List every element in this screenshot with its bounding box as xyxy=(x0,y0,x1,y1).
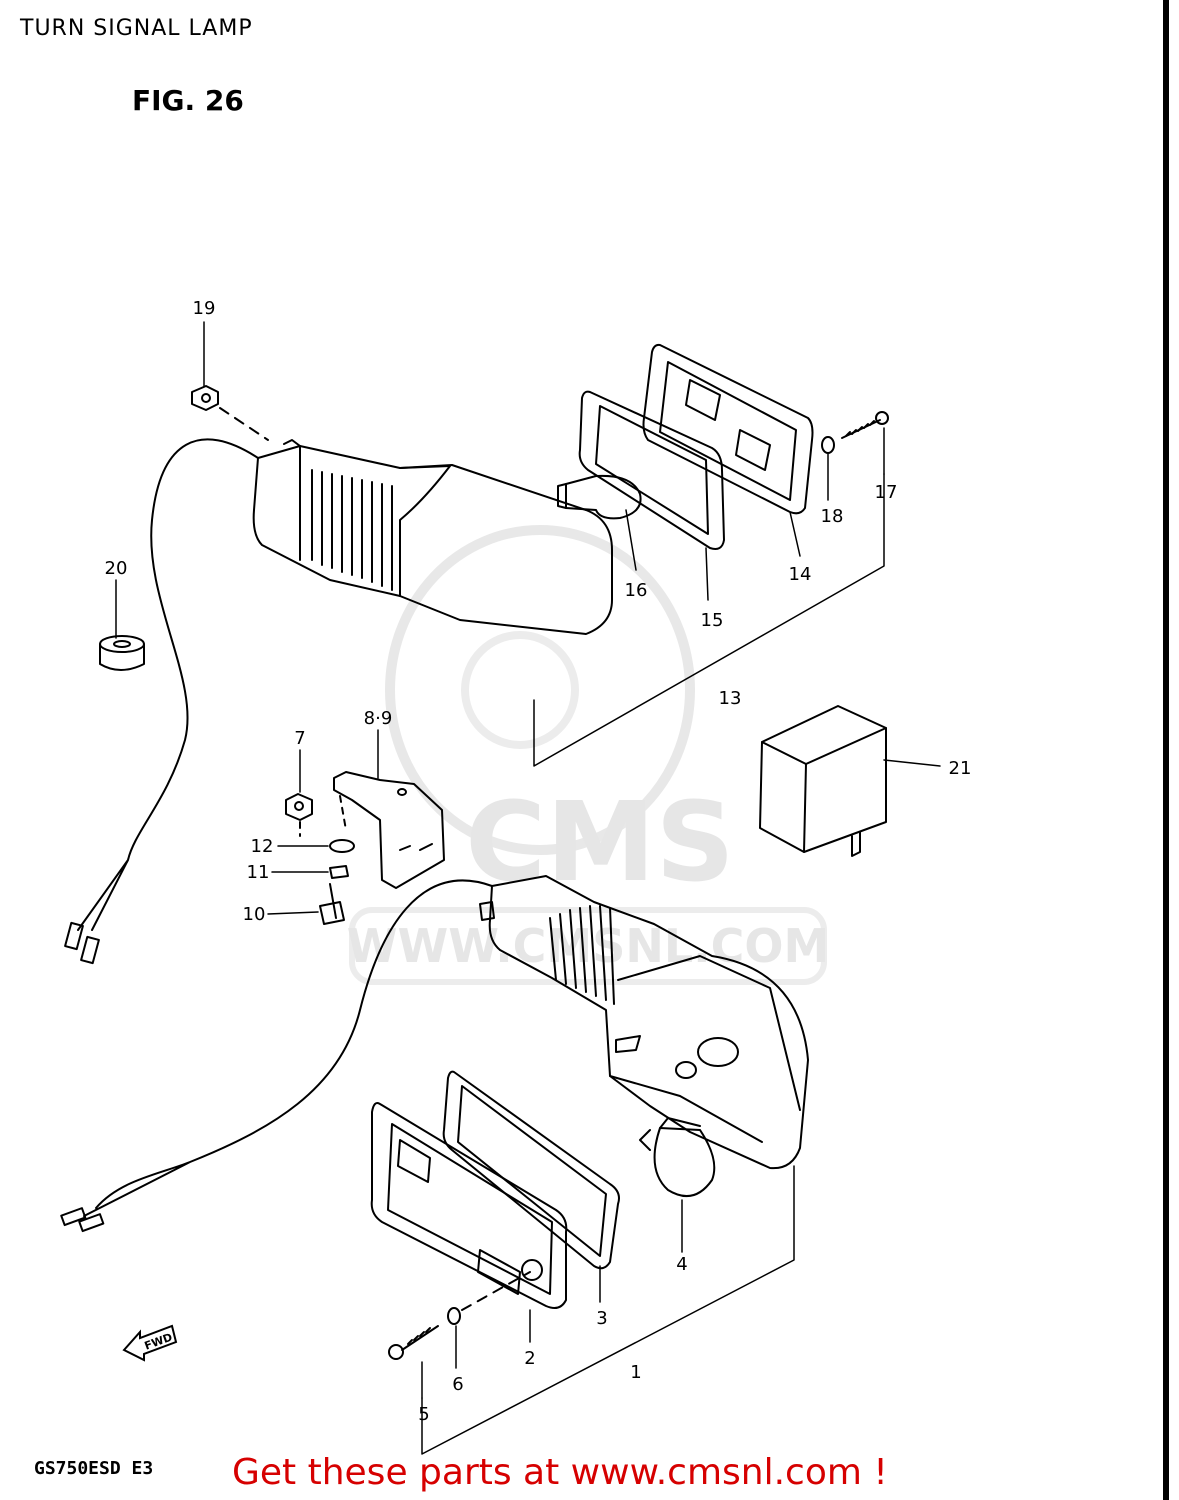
leader-lines xyxy=(115,321,941,1455)
page-title: TURN SIGNAL LAMP xyxy=(20,16,253,41)
rear-wire xyxy=(77,438,259,931)
promo-link[interactable]: Get these parts at www.cmsnl.com ! xyxy=(232,1452,888,1493)
callout-17: 17 xyxy=(875,482,898,503)
front-connectors xyxy=(60,1207,105,1233)
callout-5: 5 xyxy=(418,1404,429,1425)
front-lens xyxy=(370,1102,568,1309)
callout-16: 16 xyxy=(625,580,648,601)
right-border xyxy=(1163,0,1169,1500)
callout-12: 12 xyxy=(251,836,274,857)
callout-6: 6 xyxy=(452,1374,463,1395)
callout-7: 7 xyxy=(294,728,305,749)
screw-17 xyxy=(841,411,889,439)
front-wire xyxy=(83,879,493,1217)
figure-label: FIG. 26 xyxy=(132,84,244,117)
callout-20: 20 xyxy=(105,558,128,579)
bolt-10 xyxy=(319,883,345,925)
nut-7 xyxy=(285,793,313,821)
fwd-arrow: FWD xyxy=(122,1324,178,1362)
flasher-relay-21 xyxy=(759,705,887,857)
washer-12 xyxy=(329,839,355,853)
lockwasher-11 xyxy=(329,865,349,879)
rear-turn-signal-housing xyxy=(252,439,613,635)
nut-19 xyxy=(191,385,219,411)
watermark-brand: CMS xyxy=(465,778,734,906)
front-turn-signal-housing xyxy=(479,875,809,1170)
callout-labels: 1 2 3 4 5 6 7 8·9 10 11 12 13 14 15 16 1… xyxy=(105,298,972,1425)
bracket-8-9 xyxy=(333,771,445,889)
callout-19: 19 xyxy=(193,298,216,319)
callout-15: 15 xyxy=(701,610,724,631)
callout-1: 1 xyxy=(630,1362,641,1383)
model-code: GS750ESD E3 xyxy=(34,1458,154,1479)
rear-connectors xyxy=(64,921,100,965)
callout-10: 10 xyxy=(243,904,266,925)
rear-gasket xyxy=(578,390,725,550)
callout-11: 11 xyxy=(247,862,270,883)
grommet-20 xyxy=(99,635,145,671)
callout-14: 14 xyxy=(789,564,812,585)
callout-13: 13 xyxy=(719,688,742,709)
callout-21: 21 xyxy=(949,758,972,779)
screw-5 xyxy=(388,1325,439,1360)
front-bulb xyxy=(639,1117,716,1198)
washer-6 xyxy=(447,1307,461,1325)
washer-18 xyxy=(821,436,835,454)
rear-bulb xyxy=(557,474,642,520)
callout-18: 18 xyxy=(821,506,844,527)
callout-2: 2 xyxy=(524,1348,535,1369)
watermark: CMS WWW.CMSNL.COM xyxy=(347,525,830,985)
callout-4: 4 xyxy=(676,1254,687,1275)
front-gasket xyxy=(442,1070,620,1270)
watermark-url: WWW.CMSNL.COM xyxy=(347,919,830,973)
callout-3: 3 xyxy=(596,1308,607,1329)
callout-8-9: 8·9 xyxy=(364,708,393,729)
